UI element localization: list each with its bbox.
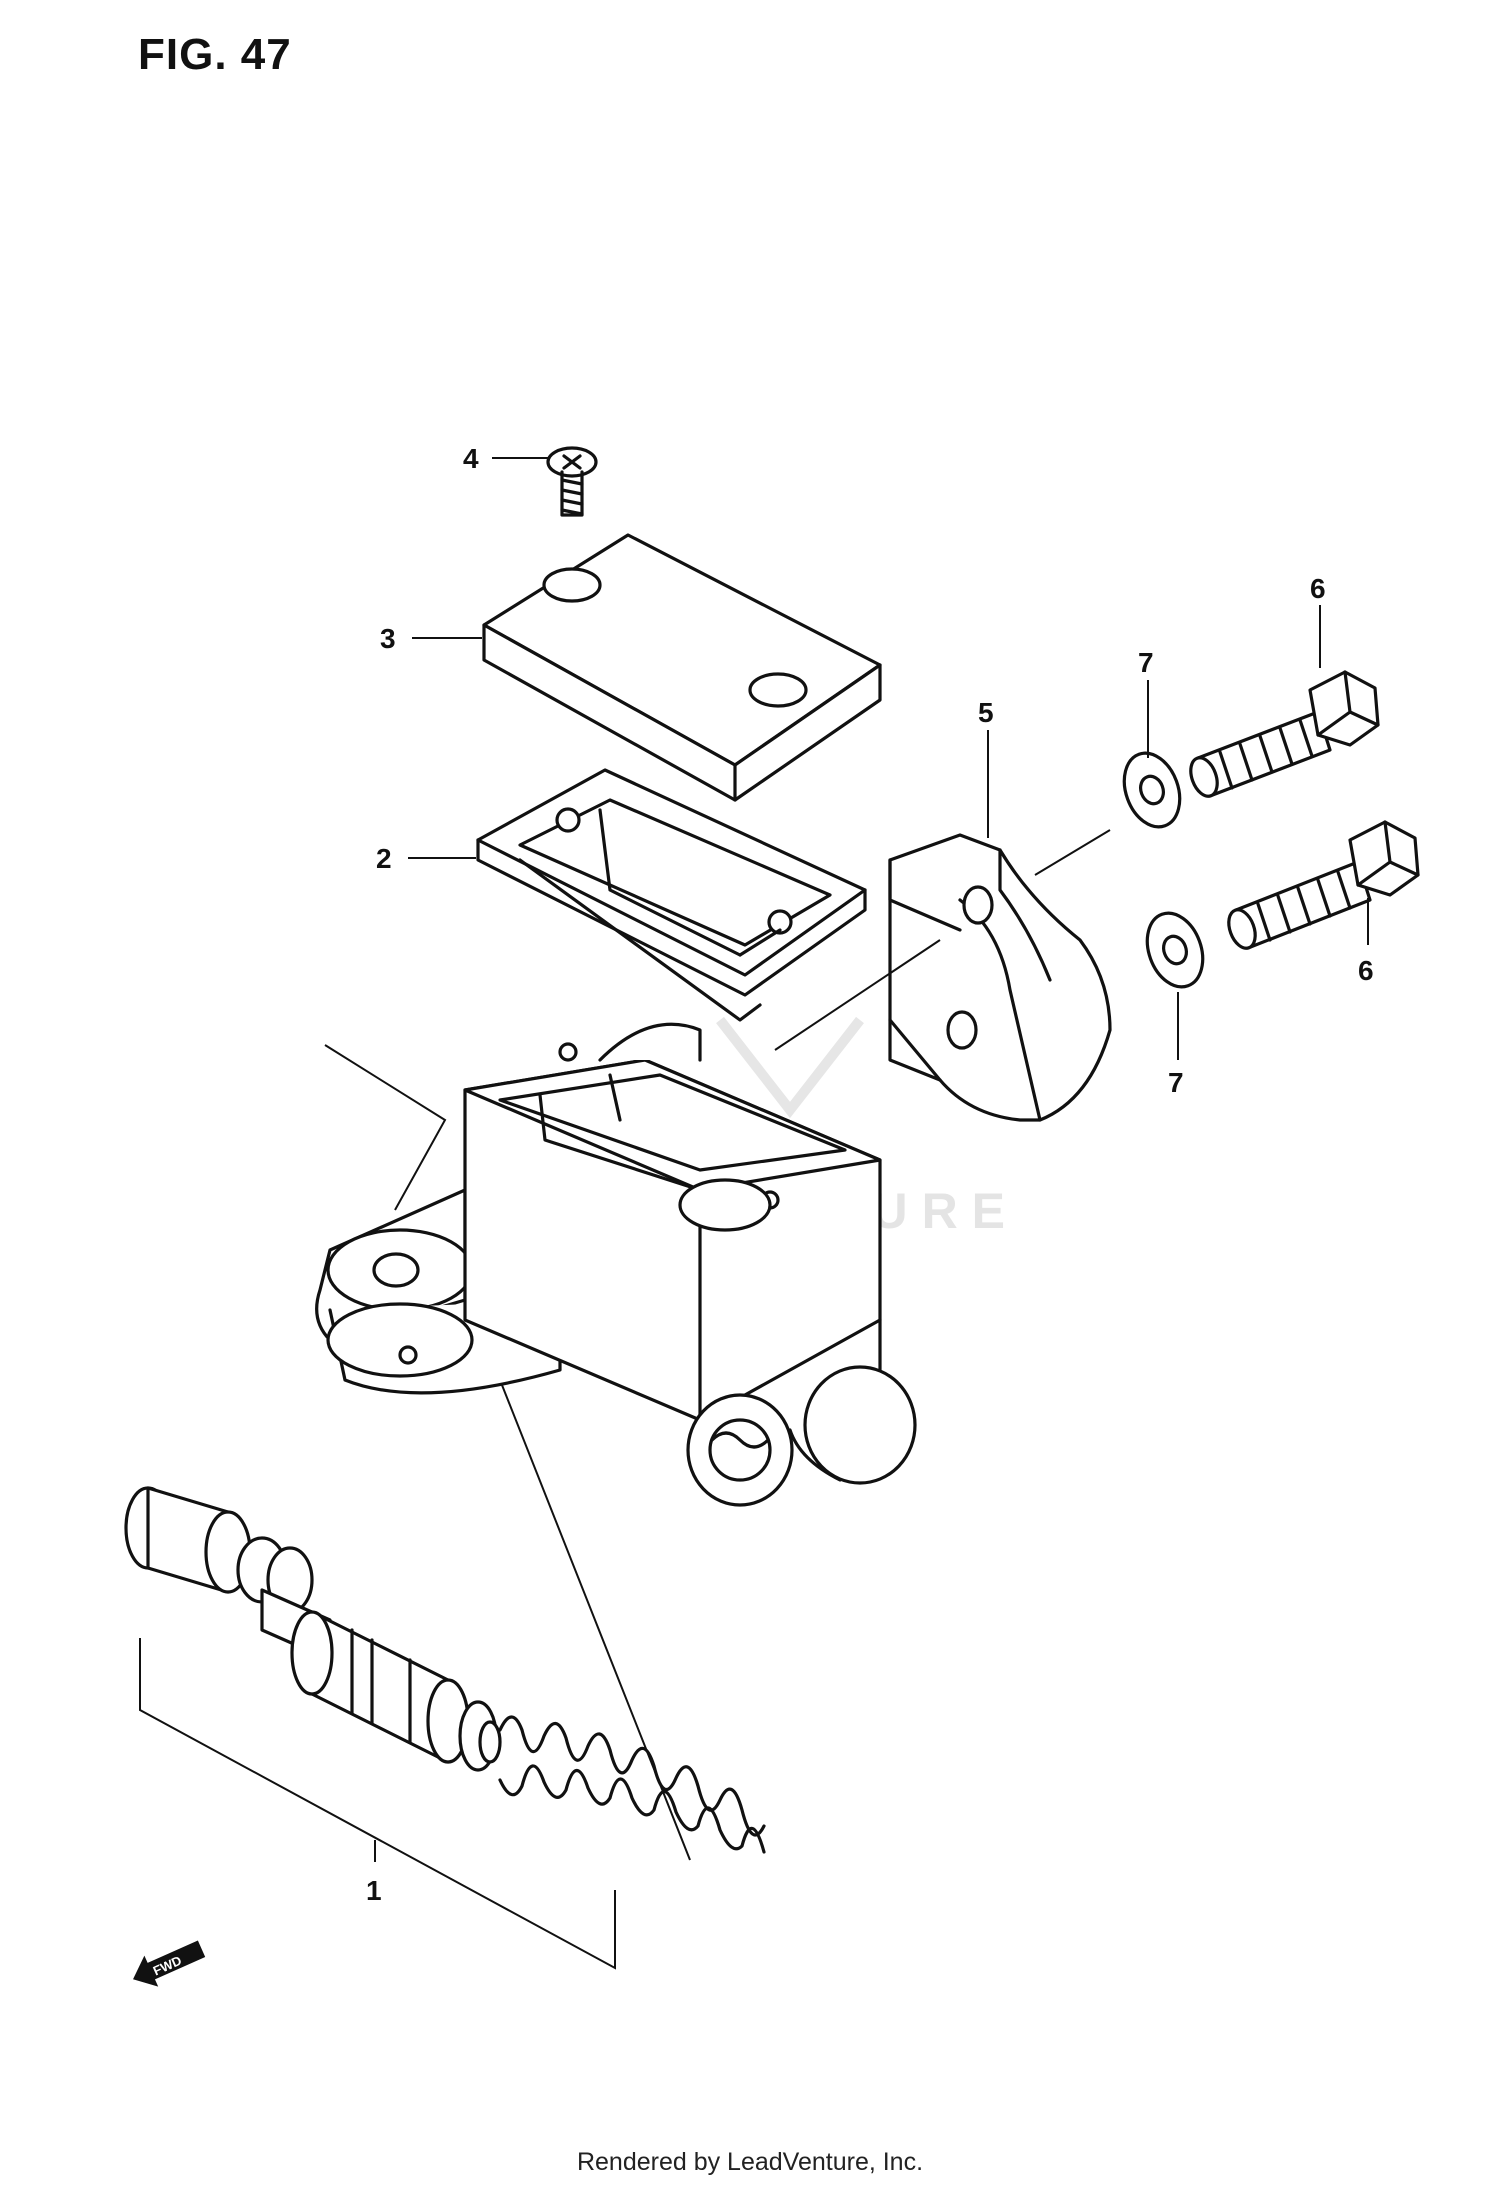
cap-screw [546,446,598,517]
handlebar-clamp [888,833,1112,1122]
assembly-bracket [139,1638,616,1970]
render-credit: Rendered by LeadVenture, Inc. [576,2148,924,2176]
forward-direction-marker: FWD [133,1940,206,1987]
callout-leaders [408,457,1369,1060]
washer-upper [1122,751,1182,829]
callout-7-lower: 7 [1168,1067,1184,1098]
clamp-bolt-lower [1227,820,1420,950]
washer-lower [1145,911,1205,989]
callout-labels: 4 3 2 5 6 6 7 7 1 [366,443,1374,1906]
reservoir-cap [482,533,882,802]
clamp-alignment-lines [774,829,1111,1051]
callout-5: 5 [978,697,994,728]
callout-2: 2 [376,843,392,874]
callout-6-lower: 6 [1358,955,1374,986]
callout-7-upper: 7 [1138,647,1154,678]
diaphragm [476,768,867,1022]
piston-assembly [124,1486,766,1854]
callout-3: 3 [380,623,396,654]
forward-marker-label: FWD [151,1953,184,1979]
clamp-bolt-upper [1189,670,1380,798]
callout-6-upper: 6 [1310,573,1326,604]
master-cylinder-body [315,1022,917,1507]
callout-4: 4 [463,443,479,474]
callout-1: 1 [366,1875,382,1906]
figure-title: FIG. 47 [138,30,292,79]
